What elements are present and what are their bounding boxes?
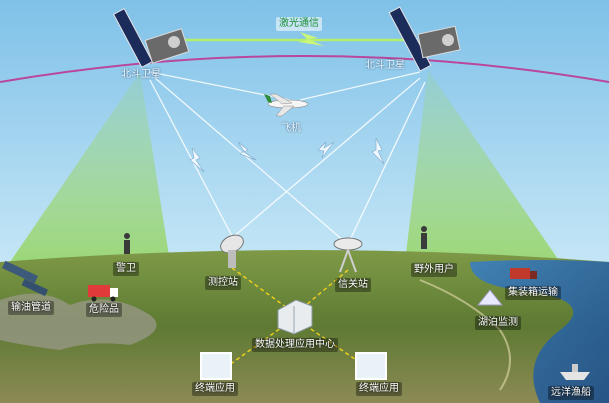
container-label: 集装箱运输 bbox=[505, 286, 561, 300]
terminal-device-right bbox=[355, 352, 387, 380]
data-center-label: 数据处理应用中心 bbox=[252, 338, 338, 352]
aircraft bbox=[264, 93, 309, 117]
data-center-building bbox=[277, 299, 313, 335]
container-truck bbox=[510, 268, 537, 279]
fishing-label: 远洋渔船 bbox=[548, 386, 594, 400]
signal-bolts bbox=[189, 137, 385, 173]
aircraft-label: 飞机 bbox=[281, 123, 301, 134]
gateway-dish bbox=[333, 237, 363, 273]
patrol-person bbox=[124, 233, 130, 254]
pipeline bbox=[1, 260, 49, 297]
terminal-device-left bbox=[200, 352, 232, 380]
pipeline-label: 输油管道 bbox=[8, 301, 54, 315]
satellite-left-label: 北斗卫星 bbox=[121, 69, 161, 80]
ground-control-dish bbox=[220, 234, 244, 268]
coverage-beam-left bbox=[10, 72, 170, 262]
satellite-left bbox=[112, 8, 190, 68]
optical-link-bolt bbox=[298, 32, 324, 46]
satellite-right-label: 北斗卫星 bbox=[365, 60, 405, 71]
optical-link-label: 激光通信 bbox=[276, 17, 322, 31]
hazmat-label: 危险品 bbox=[86, 303, 122, 317]
field-user-label: 野外用户 bbox=[411, 263, 457, 277]
terminal-left-label: 终端应用 bbox=[192, 382, 238, 396]
satellite-right bbox=[388, 6, 461, 72]
field-user-person bbox=[421, 226, 427, 249]
terminal-right-label: 终端应用 bbox=[356, 382, 402, 396]
mountains bbox=[0, 293, 157, 350]
gateway-label: 信关站 bbox=[335, 278, 371, 292]
fishing-boat bbox=[560, 364, 590, 380]
patrol-label: 警卫 bbox=[113, 262, 139, 276]
lake-label: 湖泊监测 bbox=[475, 316, 521, 330]
lake-monitor-station bbox=[476, 289, 504, 306]
hazmat-truck bbox=[88, 285, 118, 302]
coast-highlight bbox=[419, 279, 511, 391]
ground-control-label: 测控站 bbox=[205, 276, 241, 290]
orbit-arc bbox=[0, 55, 609, 83]
coverage-beam-right bbox=[405, 70, 560, 262]
